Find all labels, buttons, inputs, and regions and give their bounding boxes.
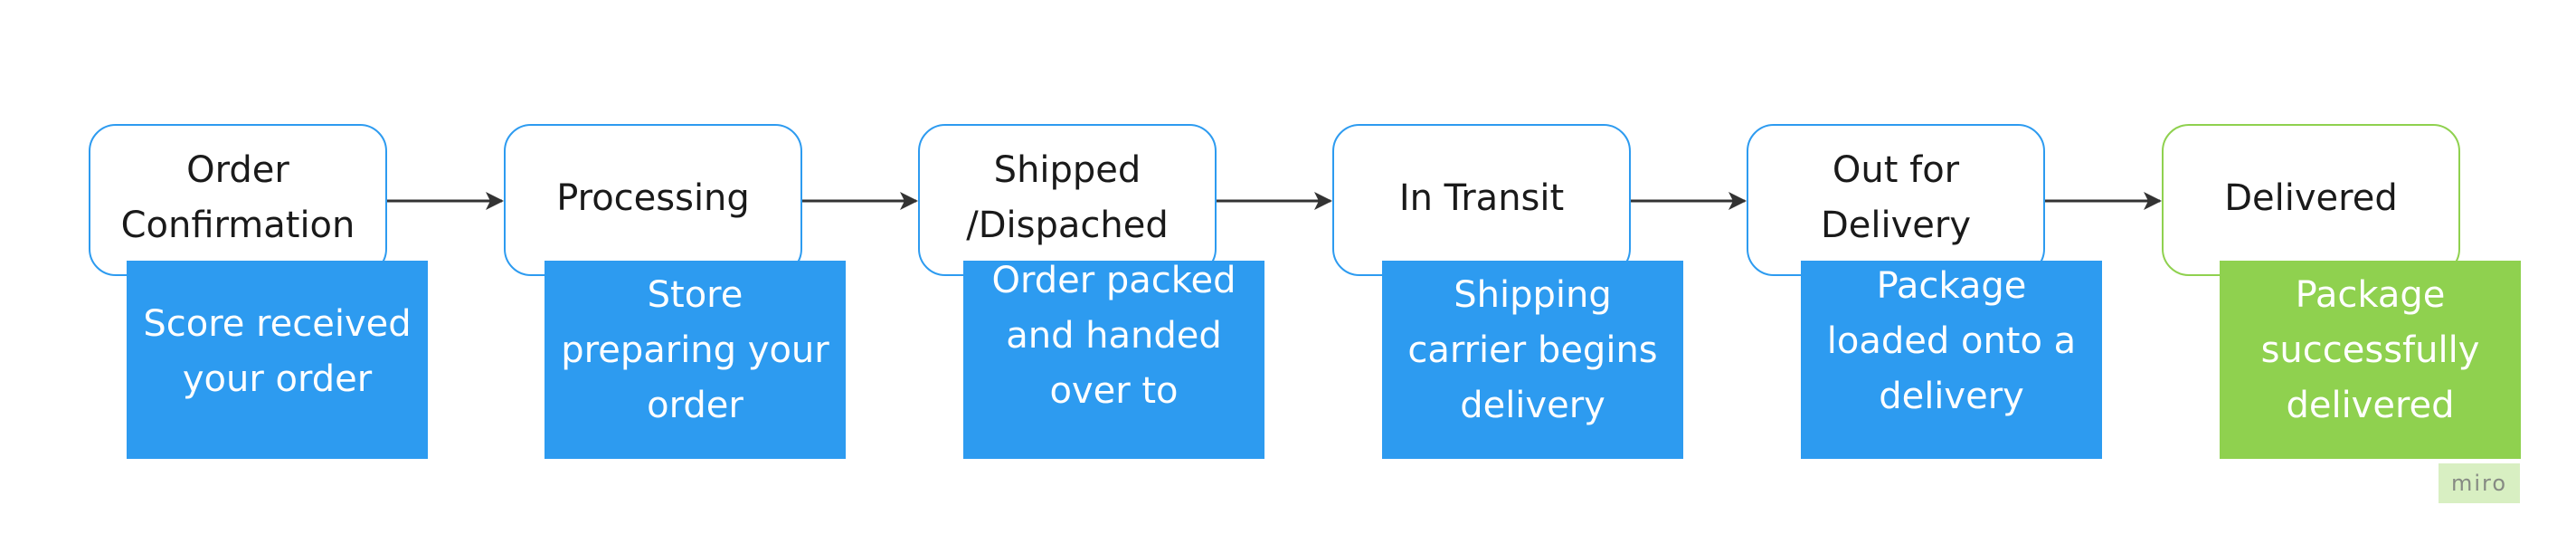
step-processing[interactable]: Processing [504, 124, 802, 276]
note-shipped-dispatched[interactable]: Order packed and handed over to [963, 261, 1264, 459]
watermark-text: miro [2450, 471, 2508, 496]
note-text: Order packed and handed over to [991, 261, 1236, 412]
step-title: In Transit [1398, 176, 1565, 219]
miro-watermark: miro [2439, 463, 2520, 503]
note-text: Package loaded onto a delivery [1826, 265, 2077, 417]
step-title: Order Confirmation [120, 149, 355, 246]
step-title: Processing [556, 176, 750, 219]
note-text: Score received your order [143, 303, 412, 400]
note-delivered[interactable]: Package successfully delivered [2220, 261, 2521, 459]
note-text: Store preparing your order [561, 274, 829, 426]
step-order-confirmation[interactable]: Order Confirmation [89, 124, 387, 276]
step-in-transit[interactable]: In Transit [1332, 124, 1631, 276]
step-title: Shipped /Dispached [966, 149, 1169, 246]
step-delivered[interactable]: Delivered [2162, 124, 2460, 276]
step-title: Out for Delivery [1820, 149, 1972, 246]
note-processing[interactable]: Store preparing your order [545, 261, 846, 459]
note-in-transit[interactable]: Shipping carrier begins delivery [1382, 261, 1683, 459]
step-out-for-delivery[interactable]: Out for Delivery [1747, 124, 2045, 276]
step-shipped-dispatched[interactable]: Shipped /Dispached [918, 124, 1217, 276]
note-text: Package successfully delivered [2260, 274, 2480, 426]
note-out-for-delivery[interactable]: Package loaded onto a delivery [1801, 261, 2102, 459]
note-order-confirmation[interactable]: Score received your order [127, 261, 428, 459]
step-title: Delivered [2224, 176, 2398, 219]
note-text: Shipping carrier begins delivery [1407, 274, 1658, 426]
